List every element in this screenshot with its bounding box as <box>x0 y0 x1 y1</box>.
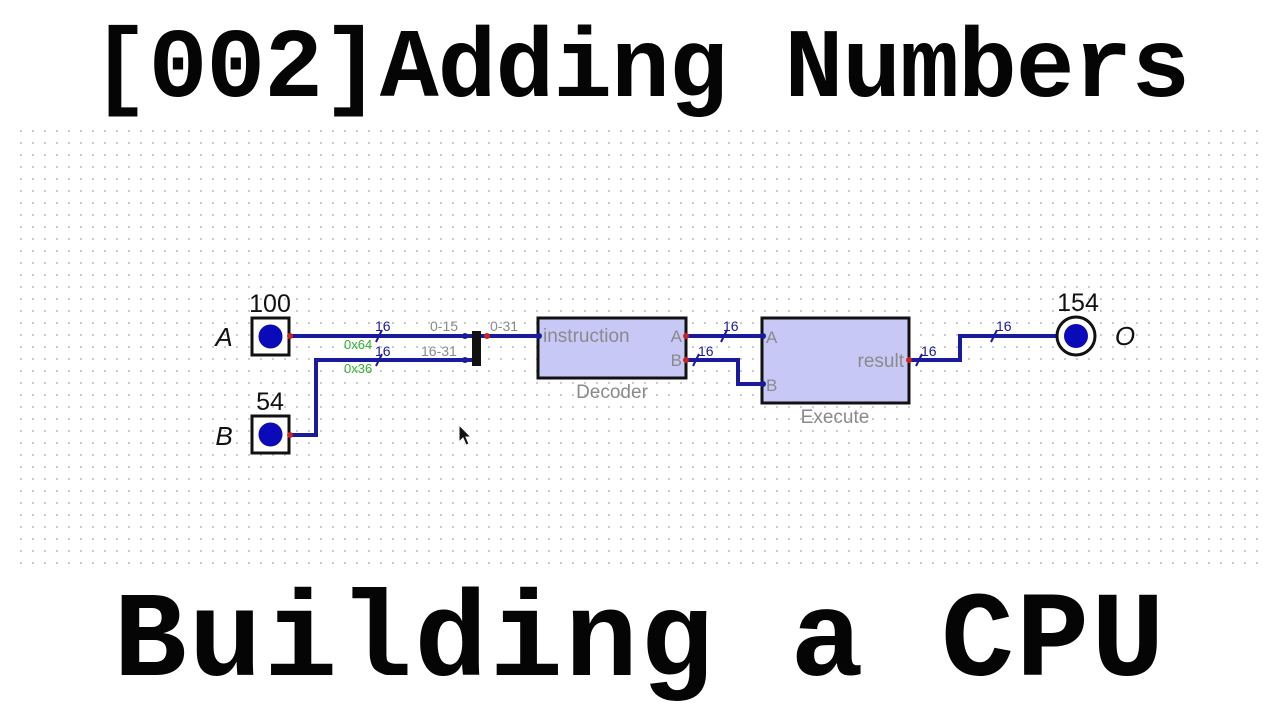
wire-decoder-b-execute-b <box>684 358 764 386</box>
probe-b-value: 0x36 <box>344 361 372 376</box>
probe-a-value: 0x64 <box>344 337 372 352</box>
output-value: 154 <box>1057 289 1099 317</box>
bus-width-label: 16 <box>375 318 391 334</box>
mouse-cursor-icon <box>458 424 473 446</box>
video-title: [002]Adding Numbers <box>90 15 1190 126</box>
circuit-canvas[interactable]: 100 A 54 B 0x64 0x36 16 16 0-15 16-31 0-… <box>18 128 1262 568</box>
splitter-in-low-label: 0-15 <box>430 318 458 334</box>
execute-port-b: B <box>766 376 777 395</box>
series-title: Building a CPU <box>113 573 1167 712</box>
decoder-port-a: A <box>671 327 683 346</box>
decoder-component[interactable] <box>536 316 689 380</box>
input-a-label: A <box>213 322 232 352</box>
output-label: O <box>1115 321 1135 351</box>
decoder-name: Decoder <box>576 382 648 403</box>
circuit-schematic: 100 A 54 B 0x64 0x36 16 16 0-15 16-31 0-… <box>213 289 1135 455</box>
input-pin-a[interactable] <box>250 316 293 357</box>
wire-result-output <box>907 334 1064 362</box>
decoder-port-b: B <box>671 351 682 370</box>
input-a-value: 100 <box>249 290 291 318</box>
input-b-label: B <box>215 421 232 451</box>
wire-input-b <box>288 358 476 437</box>
splitter[interactable] <box>462 331 490 366</box>
input-b-value: 54 <box>256 388 284 416</box>
bus-width-label: 16 <box>996 318 1012 334</box>
execute-component[interactable] <box>760 316 912 405</box>
bus-width-label: 16 <box>698 343 714 359</box>
input-pin-b[interactable] <box>250 414 293 455</box>
splitter-out-label: 0-31 <box>490 318 518 334</box>
execute-port-result: result <box>858 351 905 372</box>
decoder-port-instruction: instruction <box>543 326 630 347</box>
bus-width-label: 16 <box>375 343 391 359</box>
execute-name: Execute <box>801 407 870 428</box>
bus-width-label: 16 <box>723 318 739 334</box>
bus-width-label: 16 <box>921 343 937 359</box>
output-pin-o[interactable] <box>1055 315 1097 357</box>
execute-port-a: A <box>766 328 778 347</box>
splitter-in-high-label: 16-31 <box>421 343 457 359</box>
